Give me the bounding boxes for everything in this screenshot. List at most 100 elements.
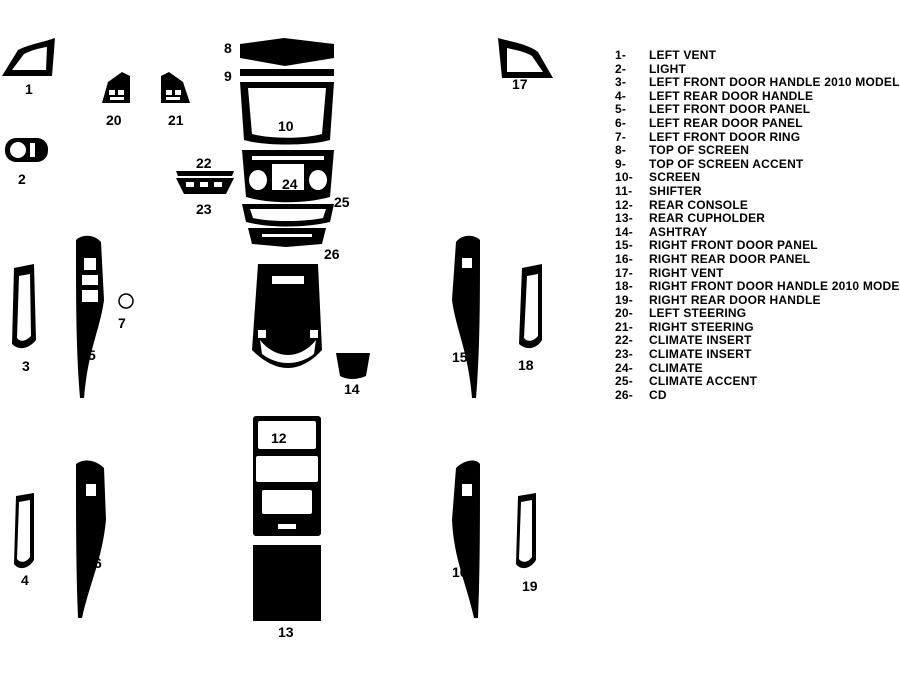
legend-item: 20-LEFT STEERING: [615, 306, 900, 321]
legend-item-number: 17-: [615, 265, 633, 280]
part-number-24: 24: [282, 176, 298, 192]
cd-slot-shape: [248, 228, 326, 247]
legend-item: 21- RIGHT STEERING: [615, 319, 900, 335]
legend-item-label: LEFT FRONT DOOR HANDLE 2010 MODEL: [649, 75, 900, 90]
legend-item-number: 12-: [615, 197, 633, 212]
shifter-shape-highlight: [260, 340, 316, 363]
rear-console-bin: [262, 490, 312, 514]
left-front-door-handle-opening: [17, 274, 31, 341]
left-rear-door-panel-shape: [76, 460, 106, 618]
legend-item-number: 13-: [615, 211, 633, 226]
part-number-22: 22: [196, 155, 212, 171]
cd-slot-opening: [262, 234, 312, 237]
legend-item-label: RIGHT STEERING: [649, 319, 754, 334]
legend-item-label: LEFT REAR DOOR PANEL: [649, 115, 803, 130]
part-number-3: 3: [22, 358, 30, 374]
legend-item-number: 25-: [615, 374, 633, 389]
right-steering-button: [166, 97, 180, 100]
right-front-door-panel-switch: [462, 258, 472, 268]
legend-item: 10- SCREEN: [615, 171, 900, 185]
part-number-8: 8: [224, 40, 232, 56]
part-number-14: 14: [344, 381, 360, 397]
legend-item-number: 26-: [615, 387, 633, 402]
legend-item-label: RIGHT FRONT DOOR PANEL: [649, 238, 818, 253]
legend-item-number: 21-: [615, 319, 633, 334]
legend-item: 11-SHIFTER: [615, 183, 900, 199]
screen-display: [248, 88, 326, 138]
part-number-6: 6: [94, 555, 102, 571]
right-steering-button: [166, 90, 172, 95]
climate-insert-upper: [176, 171, 234, 176]
legend-item-number: 11-: [615, 183, 633, 198]
rear-console-tray: [256, 456, 318, 482]
legend-item-label: CLIMATE INSERT: [649, 347, 752, 362]
right-rear-door-panel-shape: [452, 460, 480, 618]
left-front-door-panel-switch: [82, 290, 98, 302]
part-number-4: 4: [21, 572, 29, 588]
legend-item-label: LEFT VENT: [649, 48, 717, 62]
legend-item-number: 10-: [615, 170, 633, 185]
part-number-16: 16: [452, 564, 468, 580]
part-number-21: 21: [168, 112, 184, 128]
legend-item-number: 19-: [615, 292, 633, 307]
legend-item: 1-LEFT VENT: [615, 48, 900, 63]
legend-item-label: REAR CONSOLE: [649, 197, 749, 212]
left-front-door-panel-switch: [84, 258, 96, 270]
climate-accent-opening: [250, 209, 326, 221]
light-slot: [30, 143, 35, 157]
left-steering-button: [118, 90, 124, 95]
legend-item: 15- RIGHT FRONT DOOR PANEL: [615, 239, 900, 253]
legend-item-number: 3-: [615, 75, 627, 90]
legend-item-number: 15-: [615, 238, 633, 253]
left-vent-opening: [12, 47, 47, 70]
legend-item: 18-RIGHT FRONT DOOR HANDLE 2010 MODEL: [615, 279, 900, 294]
legend-item-label: LEFT FRONT DOOR RING: [649, 129, 801, 144]
legend-item-number: 23-: [615, 347, 633, 362]
legend-item: 4- LEFT REAR DOOR HANDLE: [615, 88, 900, 104]
legend-item: 25-CLIMATE ACCENT: [615, 374, 900, 389]
right-front-door-panel-shape: [452, 235, 480, 398]
part-number-13: 13: [278, 624, 294, 640]
legend-item-label: RIGHT VENT: [649, 265, 724, 280]
legend-item-label: LEFT FRONT DOOR PANEL: [649, 102, 811, 117]
top-of-screen-accent-shape: [240, 69, 334, 76]
part-number-23: 23: [196, 201, 212, 217]
shifter-shape: [252, 264, 322, 368]
legend-item: 3- LEFT FRONT DOOR HANDLE 2010 MODEL: [615, 75, 900, 90]
legend-item-label: SCREEN: [649, 170, 701, 185]
legend-item: 19-RIGHT REAR DOOR HANDLE: [615, 292, 900, 308]
legend-item: 2-LIGHT: [615, 61, 900, 77]
part-number-9: 9: [224, 68, 232, 84]
legend-item-label: LEFT REAR DOOR HANDLE: [649, 88, 814, 103]
part-number-20: 20: [106, 112, 122, 128]
left-rear-door-panel-switch: [86, 484, 96, 496]
legend-item: 16-RIGHT REAR DOOR PANEL: [615, 251, 900, 267]
legend-item-number: 7-: [615, 129, 627, 144]
legend-item: 22-CLIMATE INSERT: [615, 334, 900, 348]
legend-item-label: REAR CUPHOLDER: [649, 211, 766, 226]
shifter-gate: [272, 276, 304, 284]
climate-center-panel: [272, 164, 304, 190]
shifter-button: [258, 330, 266, 338]
rear-cupholder-shape: [253, 545, 321, 621]
legend-item-number: 2-: [615, 61, 627, 76]
legend-item-number: 22-: [615, 333, 633, 348]
right-steering-button: [175, 90, 181, 95]
part-number-15: 15: [452, 349, 468, 365]
top-of-screen-shape: [240, 38, 334, 66]
part-number-25: 25: [334, 194, 350, 210]
legend-item-label: ASHTRAY: [649, 224, 708, 239]
legend-item: 6-LEFT REAR DOOR PANEL: [615, 115, 900, 131]
climate-insert-button: [200, 182, 208, 187]
legend-item-label: RIGHT REAR DOOR PANEL: [649, 251, 811, 266]
legend-item-label: LEFT STEERING: [649, 306, 747, 321]
left-steering-shape: [102, 72, 130, 103]
legend-item-number: 24-: [615, 360, 633, 375]
legend-item-number: 4-: [615, 88, 627, 103]
left-steering-button: [110, 97, 124, 100]
rear-console-slot: [278, 524, 296, 529]
climate-button-strip: [252, 156, 324, 160]
legend-item-number: 14-: [615, 224, 633, 239]
legend-item-label: CLIMATE: [649, 360, 703, 375]
left-rear-door-handle-opening: [17, 500, 30, 562]
